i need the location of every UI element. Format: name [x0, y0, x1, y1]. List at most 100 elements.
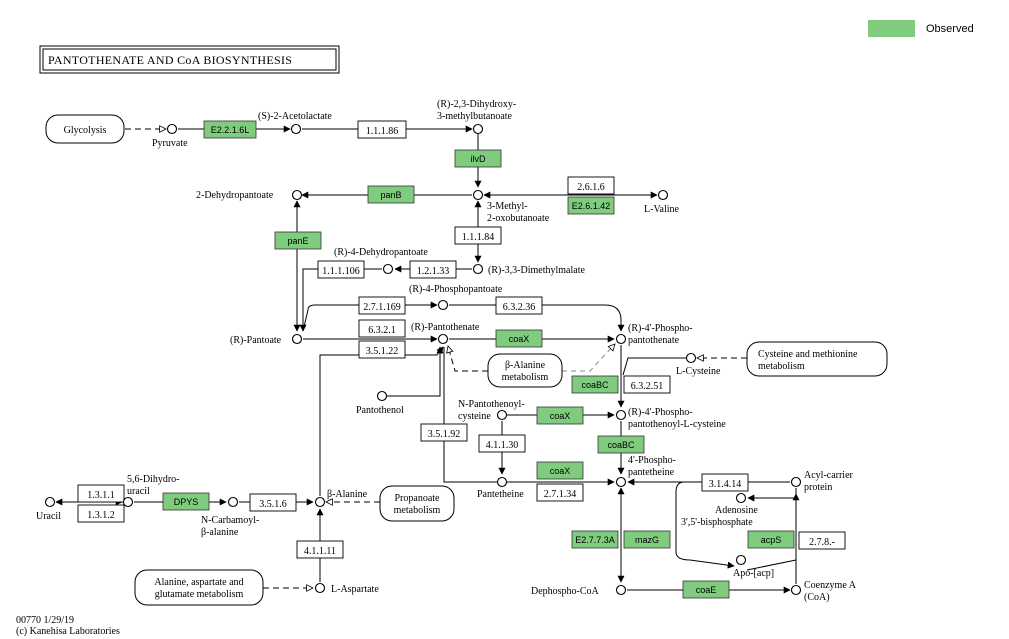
- map-link-propanoate[interactable]: Propanoate metabolism: [379, 485, 455, 522]
- enzyme-ilvD[interactable]: ilvD: [454, 149, 502, 168]
- enzyme-acpS[interactable]: acpS: [747, 530, 795, 549]
- label-dephospho-coa: Dephospho-CoA: [531, 586, 600, 597]
- label-pantoate: (R)-Pantoate: [230, 335, 282, 346]
- label-uracil: Uracil: [36, 511, 61, 522]
- node-pantothenol[interactable]: [376, 390, 388, 402]
- enzyme-E2.7.7.3A[interactable]: E2.7.7.3A: [571, 530, 619, 549]
- node-pyruvate[interactable]: [166, 123, 178, 135]
- enzyme-1.3.1.1[interactable]: 1.3.1.1: [77, 484, 125, 503]
- svg-text:Cysteine and methionine: Cysteine and methionine: [758, 349, 858, 360]
- map-link-glycolysis[interactable]: Glycolysis: [45, 114, 125, 144]
- enzyme-1.3.1.2[interactable]: 1.3.1.2: [77, 504, 125, 523]
- node-dihydrouracil[interactable]: [122, 496, 134, 508]
- node-pantetheine[interactable]: [496, 476, 508, 488]
- svg-text:metabolism: metabolism: [502, 372, 549, 383]
- label-phospho-cysteine-2: pantothenoyl-L-cysteine: [628, 419, 726, 430]
- svg-text:glutamate metabolism: glutamate metabolism: [155, 589, 244, 600]
- enzyme-3.5.1.6[interactable]: 3.5.1.6: [249, 493, 297, 512]
- node-2-dehydropantoate[interactable]: [291, 189, 303, 201]
- enzyme-4.1.1.11[interactable]: 4.1.1.11: [296, 540, 344, 559]
- enzyme-1.2.1.33[interactable]: 1.2.1.33: [409, 260, 457, 279]
- node-dimethylmalate[interactable]: [472, 263, 484, 275]
- svg-text:2.7.1.34: 2.7.1.34: [544, 489, 577, 500]
- node-uracil[interactable]: [44, 496, 56, 508]
- map-link-cysteine-methionine[interactable]: Cysteine and methionine metabolism: [746, 341, 888, 377]
- svg-text:Propanoate: Propanoate: [395, 493, 441, 504]
- enzyme-DPYS[interactable]: DPYS: [162, 492, 210, 511]
- enzyme-3.5.1.22[interactable]: 3.5.1.22: [358, 340, 406, 359]
- label-valine: L-Valine: [644, 204, 680, 215]
- enzyme-3.1.4.14[interactable]: 3.1.4.14: [701, 473, 749, 492]
- legend-label: Observed: [926, 23, 974, 35]
- svg-text:4.1.1.11: 4.1.1.11: [304, 546, 336, 557]
- node-dephospho-coa[interactable]: [615, 584, 627, 596]
- label-coa-1: Coenzyme A: [804, 580, 857, 591]
- enzyme-coaE[interactable]: coaE: [682, 580, 730, 599]
- label-n-pantothenoyl-1: N-Pantothenoyl-: [458, 399, 525, 410]
- node-pantoate[interactable]: [291, 333, 303, 345]
- label-n-carbamoyl-2: β-alanine: [201, 527, 239, 538]
- node-acetolactate[interactable]: [290, 123, 302, 135]
- map-nodes: Glycolysis β-Alanine metabolism Cysteine…: [45, 114, 888, 606]
- map-link-beta-alanine[interactable]: β-Alanine metabolism: [487, 353, 563, 388]
- svg-text:4.1.1.30: 4.1.1.30: [486, 440, 519, 451]
- node-4-phosphopantoate[interactable]: [437, 299, 449, 311]
- enzyme-1.1.1.106[interactable]: 1.1.1.106: [317, 260, 365, 279]
- node-n-pantothenoylcysteine[interactable]: [496, 409, 508, 421]
- enzyme-panB[interactable]: panB: [367, 185, 415, 204]
- svg-text:coaBC: coaBC: [581, 380, 609, 390]
- enzyme-coaBC-1[interactable]: coaBC: [571, 375, 619, 394]
- svg-text:E2.6.1.42: E2.6.1.42: [572, 201, 611, 211]
- enzyme-4.1.1.30[interactable]: 4.1.1.30: [478, 434, 526, 453]
- node-3-methyl[interactable]: [472, 189, 484, 201]
- node-l-cysteine[interactable]: [685, 352, 697, 364]
- node-pantothenate[interactable]: [437, 333, 449, 345]
- enzyme-2.7.1.169[interactable]: 2.7.1.169: [358, 296, 406, 315]
- svg-text:6.3.2.51: 6.3.2.51: [631, 381, 664, 392]
- map-link-alanine-aspartate[interactable]: Alanine, aspartate and glutamate metabol…: [134, 569, 264, 606]
- enzyme-panE[interactable]: panE: [274, 231, 322, 250]
- label-coa-2: (CoA): [804, 592, 830, 603]
- node-n-carbamoyl[interactable]: [227, 496, 239, 508]
- svg-text:panE: panE: [287, 236, 308, 246]
- enzyme-E2.6.1.42[interactable]: E2.6.1.42: [567, 196, 615, 215]
- enzyme-mazG[interactable]: mazG: [623, 530, 671, 549]
- node-apo-acp[interactable]: [735, 554, 747, 566]
- svg-text:coaX: coaX: [550, 466, 571, 476]
- enzyme-6.3.2.51[interactable]: 6.3.2.51: [623, 375, 671, 394]
- enzyme-coaX-1[interactable]: coaX: [495, 329, 543, 348]
- label-n-pantothenoyl-2: cysteine: [458, 411, 491, 422]
- node-valine[interactable]: [657, 189, 669, 201]
- enzyme-coaX-2[interactable]: coaX: [536, 406, 584, 425]
- node-phospho-cysteine[interactable]: [615, 409, 627, 421]
- enzyme-2.7.8.-[interactable]: 2.7.8.-: [798, 531, 846, 550]
- node-phosphopantetheine[interactable]: [615, 476, 627, 488]
- footer-copyright: (c) Kanehisa Laboratories: [16, 626, 120, 637]
- enzyme-3.5.1.92[interactable]: 3.5.1.92: [420, 423, 468, 442]
- label-dihydroxy-2: 3-methylbutanoate: [437, 111, 513, 122]
- enzyme-E2.2.1.6L[interactable]: E2.2.1.6L: [203, 120, 257, 139]
- svg-text:metabolism: metabolism: [394, 505, 441, 516]
- enzyme-6.3.2.36[interactable]: 6.3.2.36: [495, 296, 543, 315]
- enzyme-2.6.1.6[interactable]: 2.6.1.6: [567, 176, 615, 195]
- legend-swatch: [868, 20, 915, 37]
- svg-text:metabolism: metabolism: [758, 361, 805, 372]
- map-title: PANTOTHENATE AND CoA BIOSYNTHESIS: [48, 53, 292, 67]
- node-4-phosphopantothenate[interactable]: [615, 333, 627, 345]
- node-adenosine-bisphosphate[interactable]: [735, 492, 747, 504]
- enzyme-coaX-3[interactable]: coaX: [536, 461, 584, 480]
- node-dihydroxy[interactable]: [472, 123, 484, 135]
- node-coa[interactable]: [790, 584, 802, 596]
- enzyme-6.3.2.1[interactable]: 6.3.2.1: [358, 319, 406, 338]
- node-beta-alanine[interactable]: [314, 496, 326, 508]
- node-acyl-carrier[interactable]: [790, 476, 802, 488]
- node-4-dehydropantoate[interactable]: [382, 263, 394, 275]
- enzyme-coaBC-2[interactable]: coaBC: [597, 435, 645, 454]
- label-phosphopantetheine-1: 4'-Phospho-: [628, 455, 676, 466]
- enzyme-2.7.1.34[interactable]: 2.7.1.34: [536, 483, 584, 502]
- node-l-aspartate[interactable]: [314, 582, 326, 594]
- label-adenosine-2: 3',5'-bisphosphate: [681, 517, 753, 528]
- enzyme-1.1.1.84[interactable]: 1.1.1.84: [454, 226, 502, 245]
- label-pyruvate: Pyruvate: [152, 138, 188, 149]
- enzyme-1.1.1.86[interactable]: 1.1.1.86: [357, 120, 407, 139]
